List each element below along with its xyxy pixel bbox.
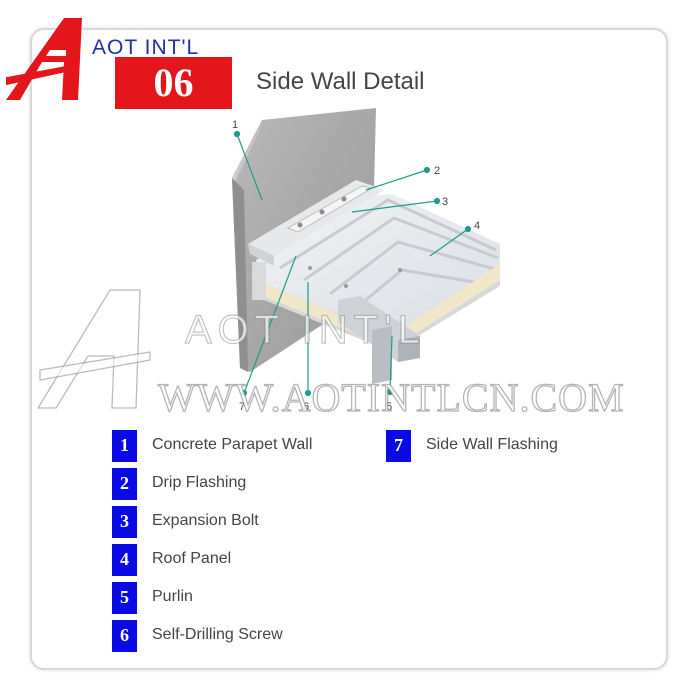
watermark-website: WWW.AOTINTLCN.COM [157, 374, 625, 420]
callout-label-1: 1 [232, 119, 238, 131]
expansion-bolts [297, 196, 347, 228]
legend-label: Expansion Bolt [152, 512, 259, 529]
page-title: Side Wall Detail [256, 68, 425, 95]
callout-label-4: 4 [474, 220, 480, 232]
legend-number: 4 [112, 544, 137, 576]
legend-label: Roof Panel [152, 550, 232, 567]
self-drilling-screws [308, 266, 402, 288]
watermark-logo [36, 289, 151, 409]
legend-number: 7 [386, 430, 411, 462]
callout-leaders [233, 130, 472, 397]
aot-logo [6, 18, 82, 100]
callout-label-5: 5 [386, 401, 392, 413]
callout-label-3: 3 [442, 196, 448, 208]
legend-number: 2 [112, 468, 137, 500]
legend-number: 5 [112, 582, 137, 614]
legend-number: 3 [112, 506, 137, 538]
purlin [338, 296, 420, 384]
legend-number: 1 [112, 430, 137, 462]
legend-label: Purlin [152, 588, 193, 605]
watermark-brand: AOT INT'L [184, 307, 426, 352]
legend-label: Drip Flashing [152, 474, 247, 491]
legend-label: Self-Drilling Screw [152, 626, 283, 643]
legend-label: Side Wall Flashing [426, 436, 558, 453]
callout-label-6: 6 [303, 401, 309, 413]
callout-label-7: 7 [239, 401, 245, 413]
legend-label: Concrete Parapet Wall [152, 436, 313, 453]
legend-number: 6 [112, 620, 137, 652]
side-wall-diagram: 1 2 3 4 5 6 7 [36, 108, 500, 413]
callout-label-2: 2 [434, 165, 440, 177]
brand-name: AOT INT'L [92, 36, 200, 59]
section-number-badge: 06 [115, 57, 232, 109]
